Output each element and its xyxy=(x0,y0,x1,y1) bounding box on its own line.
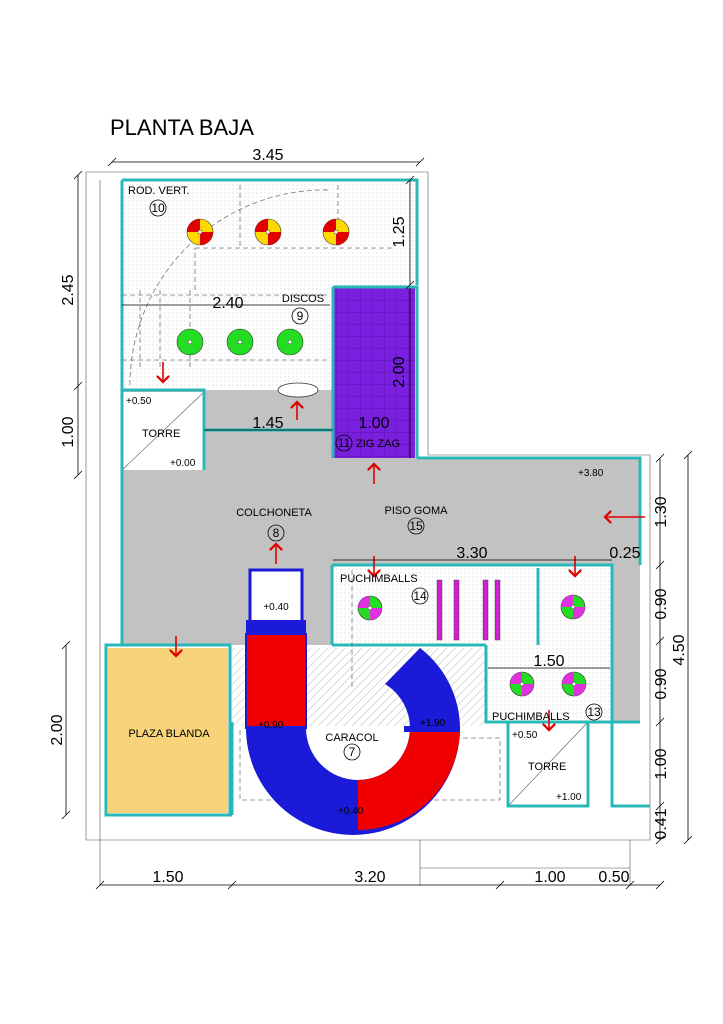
colchoneta-number: 8 xyxy=(273,526,280,540)
dimension-lines xyxy=(61,157,693,890)
plaza-blanda-area xyxy=(108,648,228,813)
caracol-level-c: +0.40 xyxy=(338,806,364,817)
dim-top-width: 3.45 xyxy=(252,147,283,164)
dim-bottom-3-20: 3.20 xyxy=(354,869,385,886)
dim-inner-2-40: 2.40 xyxy=(212,295,243,312)
puchimballs-13-number: 13 xyxy=(587,705,601,719)
green-disc-icon xyxy=(226,328,254,356)
rod-vert-label: ROD. VERT. xyxy=(128,185,190,197)
puchimball-icon xyxy=(509,671,535,697)
dim-inner-1-45: 1.45 xyxy=(252,415,283,432)
discos-label: DISCOS xyxy=(282,293,324,305)
puchimballs-14-number: 14 xyxy=(413,589,427,603)
piso-goma-level: +3.80 xyxy=(578,468,604,479)
puchimballs-13-area xyxy=(488,648,610,720)
dim-right-0-90a: 0.90 xyxy=(653,588,670,619)
puchimball-icon xyxy=(560,594,586,620)
piso-goma-number: 15 xyxy=(409,519,423,533)
puchimball-icon xyxy=(357,595,383,621)
torre-bottom-level-bottom: +1.00 xyxy=(556,792,582,803)
torre-top-label: TORRE xyxy=(142,428,180,440)
rod-vert-discs xyxy=(186,218,350,246)
dim-right-2-00: 2.00 xyxy=(391,356,408,387)
dim-right-0-41: 0.41 xyxy=(653,808,670,839)
puchimball-icon xyxy=(561,671,587,697)
rod-disc-icon xyxy=(322,218,350,246)
caracol-label: CARACOL xyxy=(325,732,378,744)
green-disc-icon xyxy=(276,328,304,356)
red-arrows xyxy=(163,362,645,730)
dim-inner-1-50: 1.50 xyxy=(533,653,564,670)
puchimballs-13-label: PUCHIMBALLS xyxy=(492,711,570,723)
dim-right-4-50: 4.50 xyxy=(671,634,688,665)
dim-inner-3-30: 3.30 xyxy=(456,545,487,562)
puchimball-discs xyxy=(357,594,587,697)
torre-bottom-label: TORRE xyxy=(528,761,566,773)
zigzag-number: 11 xyxy=(338,436,351,450)
rod-vert-number: 10 xyxy=(151,201,165,215)
outer-lines xyxy=(99,180,631,885)
torre-bottom-diagonal xyxy=(507,721,589,807)
torre-top-level-top: +0.50 xyxy=(126,396,152,407)
corridor-floor xyxy=(203,390,333,460)
outer-outline xyxy=(85,171,651,841)
dim-right-1-25: 1.25 xyxy=(391,216,408,247)
dim-bottom-0-50: 0.50 xyxy=(598,869,629,886)
caracol-level-b: +1.90 xyxy=(420,718,446,729)
rod-disc-icon xyxy=(186,218,214,246)
dim-bottom-1-50: 1.50 xyxy=(152,869,183,886)
caracol-number: 7 xyxy=(349,745,356,759)
dim-right-0-90b: 0.90 xyxy=(653,668,670,699)
caracol-slide xyxy=(245,568,460,835)
dim-left-2-45: 2.45 xyxy=(60,274,77,305)
rod-disc-icon xyxy=(254,218,282,246)
page-title: PLANTA BAJA xyxy=(110,115,254,140)
torre-top-diagonal xyxy=(121,391,205,471)
caracol-level-top: +0.40 xyxy=(263,602,289,613)
discos-discs xyxy=(176,328,304,356)
dim-right-1-00: 1.00 xyxy=(653,748,670,779)
zigzag-area xyxy=(333,288,415,458)
caracol-level-a: +0.90 xyxy=(258,720,284,731)
torre-bottom-level-top: +0.50 xyxy=(512,730,538,741)
magenta-poles xyxy=(436,579,501,641)
piso-goma-label: PISO GOMA xyxy=(385,505,449,517)
dim-left-1-00: 1.00 xyxy=(60,416,77,447)
plaza-blanda-label: PLAZA BLANDA xyxy=(128,728,210,740)
walls xyxy=(104,178,650,817)
level-markers xyxy=(149,199,603,761)
zigzag-label: ZIG ZAG xyxy=(356,438,400,450)
dim-inner-0-25: 0.25 xyxy=(609,545,640,562)
dim-left-2-00: 2.00 xyxy=(49,714,66,745)
dim-right-1-30: 1.30 xyxy=(653,496,670,527)
green-disc-icon xyxy=(176,328,204,356)
torre-top-level-bottom: +0.00 xyxy=(170,458,196,469)
colchoneta-label: COLCHONETA xyxy=(236,507,312,519)
hole-ellipse xyxy=(277,382,319,398)
dim-inner-1-00: 1.00 xyxy=(358,415,389,432)
discos-number: 9 xyxy=(297,309,304,323)
puchimballs-14-label: PUCHIMBALLS xyxy=(340,573,418,585)
dim-bottom-1-00: 1.00 xyxy=(534,869,565,886)
